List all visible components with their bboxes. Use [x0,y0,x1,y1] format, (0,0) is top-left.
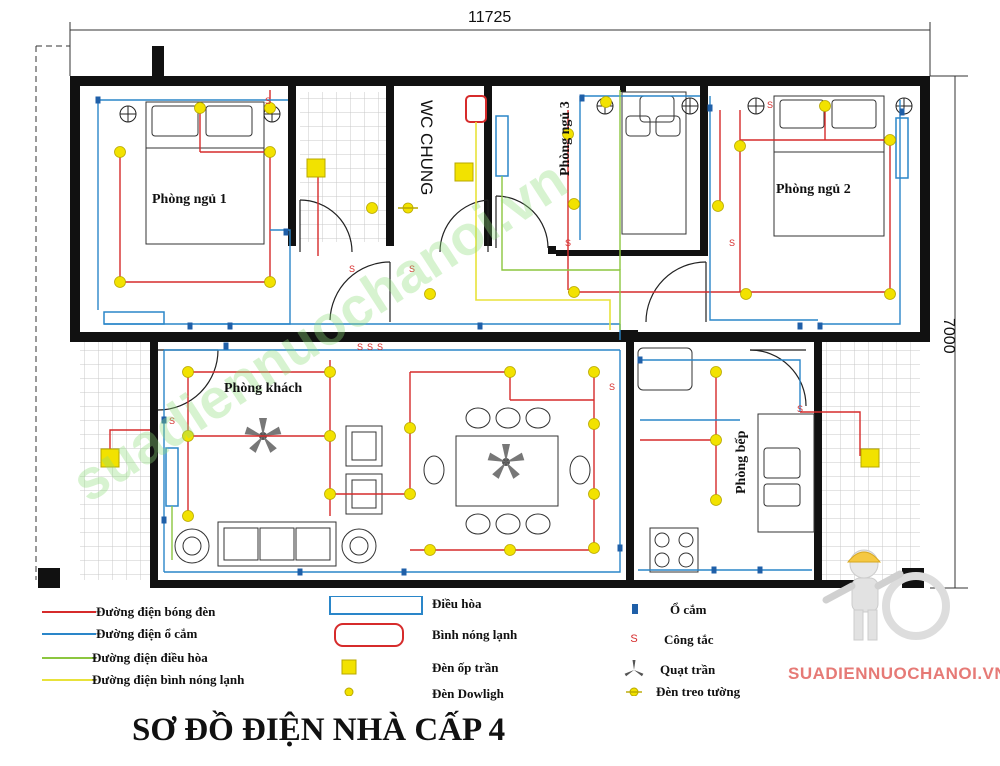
bed-2 [773,95,885,237]
legend-label-downlight: Đèn Dowligh [432,686,504,701]
legend-label-switch: Công tắc [664,632,714,647]
legend-label-socket: Ổ cắm [670,602,707,617]
plants [174,528,377,564]
walls [38,46,930,588]
ceiling-fan-icon [624,660,644,677]
room-label-kitchen: Phòng bếp [734,430,749,494]
room-label-bedroom3: Phòng ngủ 3 [558,101,573,176]
socket-wiring [97,95,901,573]
ac-bedroom2 [895,117,909,179]
legend-label-ac-line: Đường điện điều hòa [92,650,208,665]
legend-label-ceiling-fan: Quạt trần [660,662,716,677]
page-title: SƠ ĐỒ ĐIỆN NHÀ CẤP 4 [132,712,506,748]
site-watermark: SUADIENNUOCHANOI.VN [788,664,1000,683]
legend-label-heater-line: Đường điện bình nóng lạnh [92,672,245,687]
dining-table [423,407,591,535]
downlight-icon [344,687,354,696]
ac-wiring [171,90,621,560]
armchairs [345,425,383,515]
bed-1 [145,101,265,245]
doors [157,195,807,411]
ac-bedroom3 [495,115,509,177]
height-dimension: 7000 [940,318,957,354]
kitchen-fixtures [637,347,815,573]
legend-label-water-heater: Bình nóng lạnh [432,627,518,642]
ac-bedroom1 [103,311,165,325]
room-label-wc: WC CHUNG [417,100,436,196]
room-label-bedroom1: Phòng ngủ 1 [152,192,227,207]
dimension-lines [35,22,968,589]
water-heater-wiring [475,122,611,330]
air-conditioner-icon [329,596,423,615]
legend-label-light-line: Đường điện bóng đèn [96,604,216,619]
wall-lamp-wc [398,202,418,214]
water-heater-wc [465,95,487,123]
ceiling-light-icon [341,659,357,675]
legend-label-wall-lamp: Đèn treo tường [656,684,741,699]
water-heater-icon [334,623,404,647]
width-dimension: 11725 [468,9,512,26]
wall-lamp-icon [626,687,642,696]
room-label-bedroom2: Phòng ngủ 2 [776,182,851,197]
sofa [217,521,337,567]
switch-icon: S [630,633,637,645]
legend-label-socket-line: Đường điện ổ cắm [96,626,198,641]
legend-label-ceiling-light: Đèn ốp trần [432,660,499,675]
socket-icon [632,604,638,614]
legend-swatches: S [42,596,644,696]
bed-3 [621,91,687,235]
room-label-living: Phòng khách [224,381,303,396]
worker-mascot-icon [822,549,950,641]
legend-label-ac: Điều hòa [432,596,482,611]
